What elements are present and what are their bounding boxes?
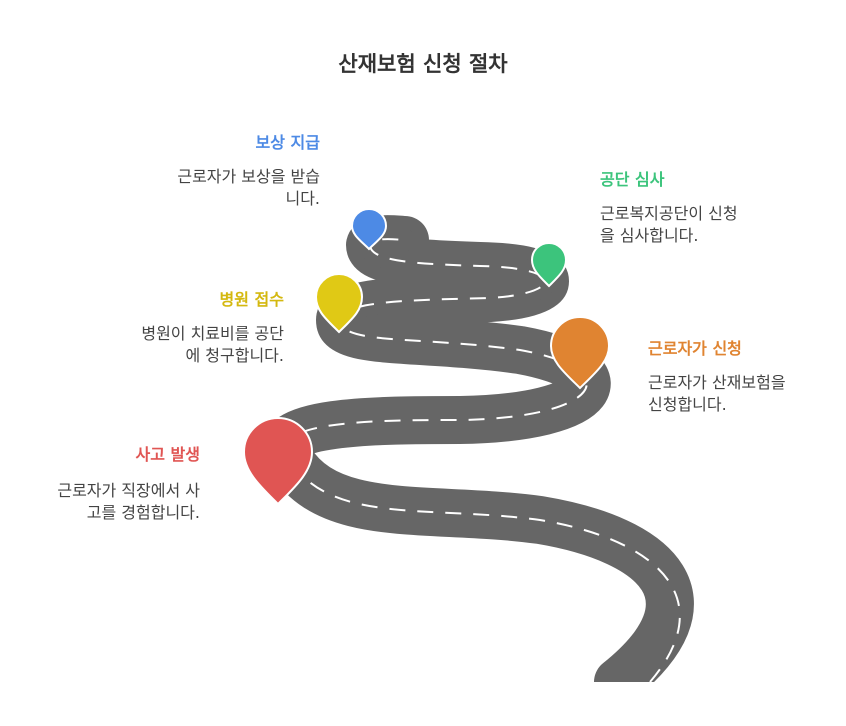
lane-bottom-cut [0,682,846,726]
diagram-title: 산재보험 신청 절차 [338,52,508,76]
step-hospital-desc-line2: 에 청구합니다. [185,346,285,365]
step-accident-desc-line2: 고를 경험합니다. [86,503,200,522]
step-review-desc-line1: 근로복지공단이 신청 [600,204,738,223]
step-accident-title: 사고 발생 [135,445,200,464]
step-apply-desc: 근로자가 산재보험을 신청합니다. [648,372,786,416]
pin-apply [549,316,611,390]
step-payment-desc: 근로자가 보상을 받습 니다. [177,166,320,210]
step-payment-desc-line1: 근로자가 보상을 받습 [177,167,320,186]
step-review-desc: 근로복지공단이 신청 을 심사합니다. [600,203,738,247]
pin-review [530,242,568,288]
step-payment-desc-line2: 니다. [285,189,320,208]
step-apply-desc-line1: 근로자가 산재보험을 [648,373,786,392]
step-hospital-desc: 병원이 치료비를 공단 에 청구합니다. [141,323,284,367]
pin-accident [242,417,314,506]
step-review-desc-line2: 을 심사합니다. [600,226,699,245]
pin-hospital [314,273,364,334]
step-hospital-title: 병원 접수 [219,290,284,309]
step-apply-title: 근로자가 신청 [648,339,742,358]
step-hospital-desc-line1: 병원이 치료비를 공단 [141,324,284,343]
step-apply-desc-line2: 신청합니다. [648,395,727,414]
step-accident-desc-line1: 근로자가 직장에서 사 [57,481,200,500]
step-review-title: 공단 심사 [600,170,665,189]
road-lane-marking [284,238,681,683]
pin-payment [350,208,388,251]
step-accident-desc: 근로자가 직장에서 사 고를 경험합니다. [57,480,200,524]
step-payment-title: 보상 지급 [255,133,320,152]
